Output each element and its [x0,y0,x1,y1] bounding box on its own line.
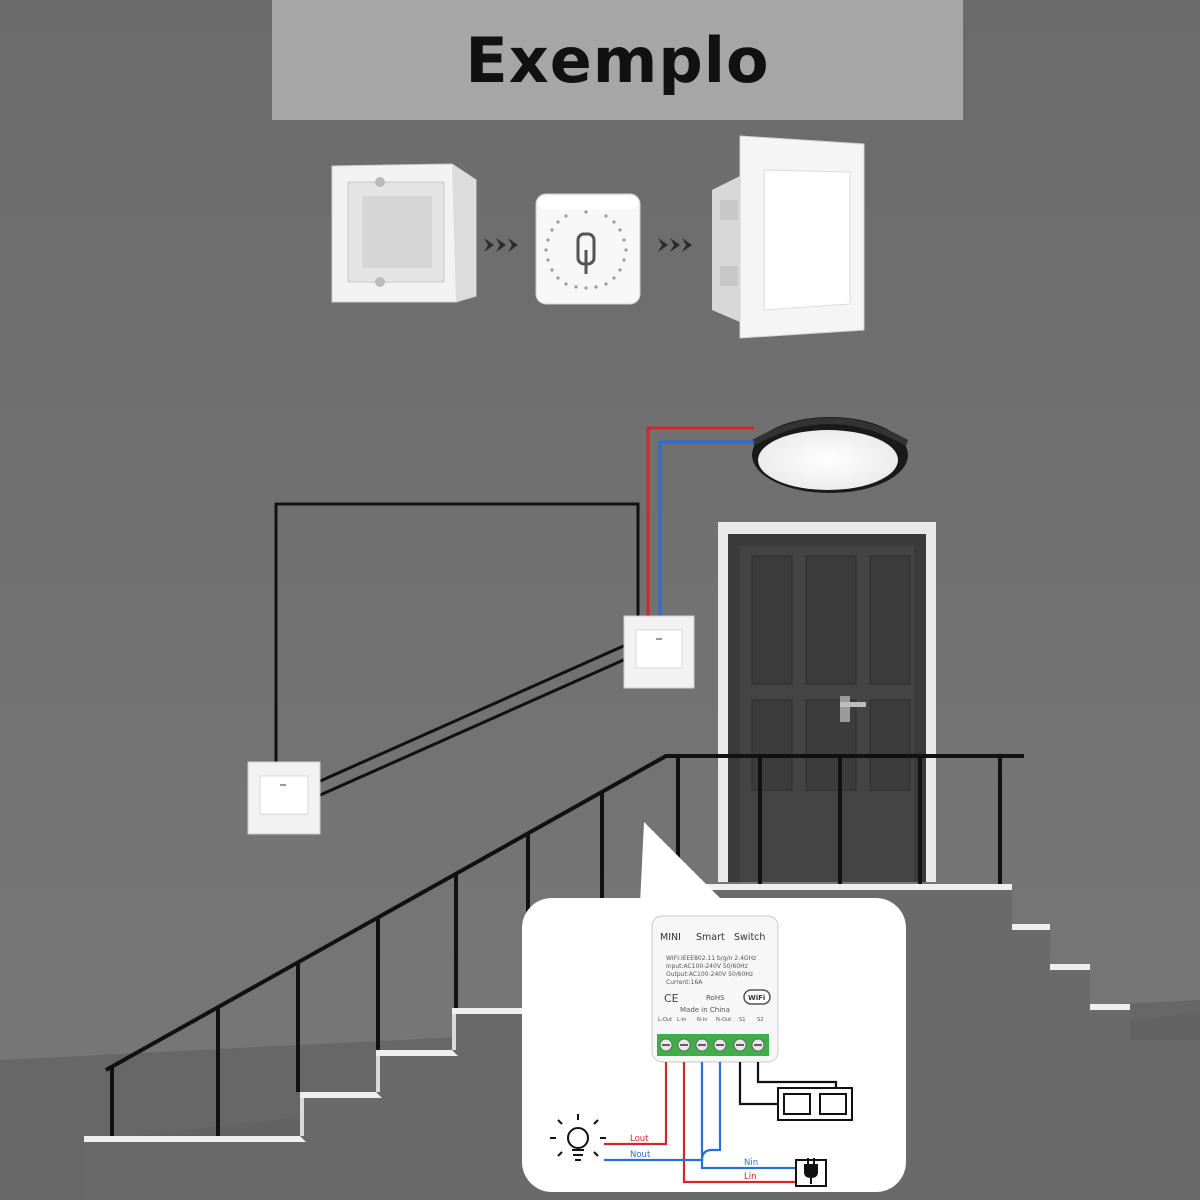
double-chevron-right-icon [484,238,518,252]
module-name-word1: Smart [696,932,725,943]
module-spec-line: Input:AC100-240V 50/60Hz [666,963,748,970]
module-name-word2: Switch [734,932,765,943]
double-switch-icon [777,1087,853,1121]
callout-wires [604,1062,838,1184]
lower-wall-switch [247,761,321,835]
title-banner: Exemplo [272,0,963,120]
module-spec-line: WIFI:IEEE802.11 b/g/n 2.4GHz [666,955,756,962]
terminal-label: S1 [739,1017,746,1023]
terminal-label: L-in [677,1017,686,1023]
light-bulb-icon [550,1114,606,1161]
module-spec-line: Current:16A [666,979,703,986]
live-wire [646,426,754,618]
page-title: Exemplo [465,23,770,97]
lout-label: Lout [630,1134,649,1144]
smart-switch-module [535,193,641,305]
stair-railing [105,754,1024,1136]
rohs-mark: RoHS [706,994,725,1002]
wifi-badge-icon [743,989,771,1005]
upper-wall-switch [623,615,695,689]
wifi-badge-text: WiFi [748,994,765,1002]
traveler-wires [274,502,640,798]
door-handle [840,696,850,722]
wall-switch-product [712,135,865,339]
junction-box [331,163,477,303]
neutral-wire [658,440,754,618]
lin-label: Lin [744,1172,756,1182]
module-brand: MINI [660,932,681,943]
module-spec-line: Output:AC100-240V 50/60Hz [666,971,753,978]
terminal-label: S2 [757,1017,764,1023]
nin-label: Nin [744,1158,758,1168]
terminal-label: N-Out [716,1017,731,1023]
terminal-label: L-Out [658,1017,672,1023]
ce-mark: CE [664,992,679,1005]
made-in-label: Made in China [680,1006,730,1014]
double-chevron-right-icon [658,238,692,252]
module-diagram: MINI Smart Switch WIFI:IEEE802.11 b/g/n … [651,915,779,1063]
power-plug-icon [795,1158,827,1187]
nout-label: Nout [630,1150,651,1160]
ceiling-lamp [752,417,908,493]
terminal-label: N-in [697,1017,707,1023]
door [718,522,936,882]
terminal-block [657,1034,769,1056]
